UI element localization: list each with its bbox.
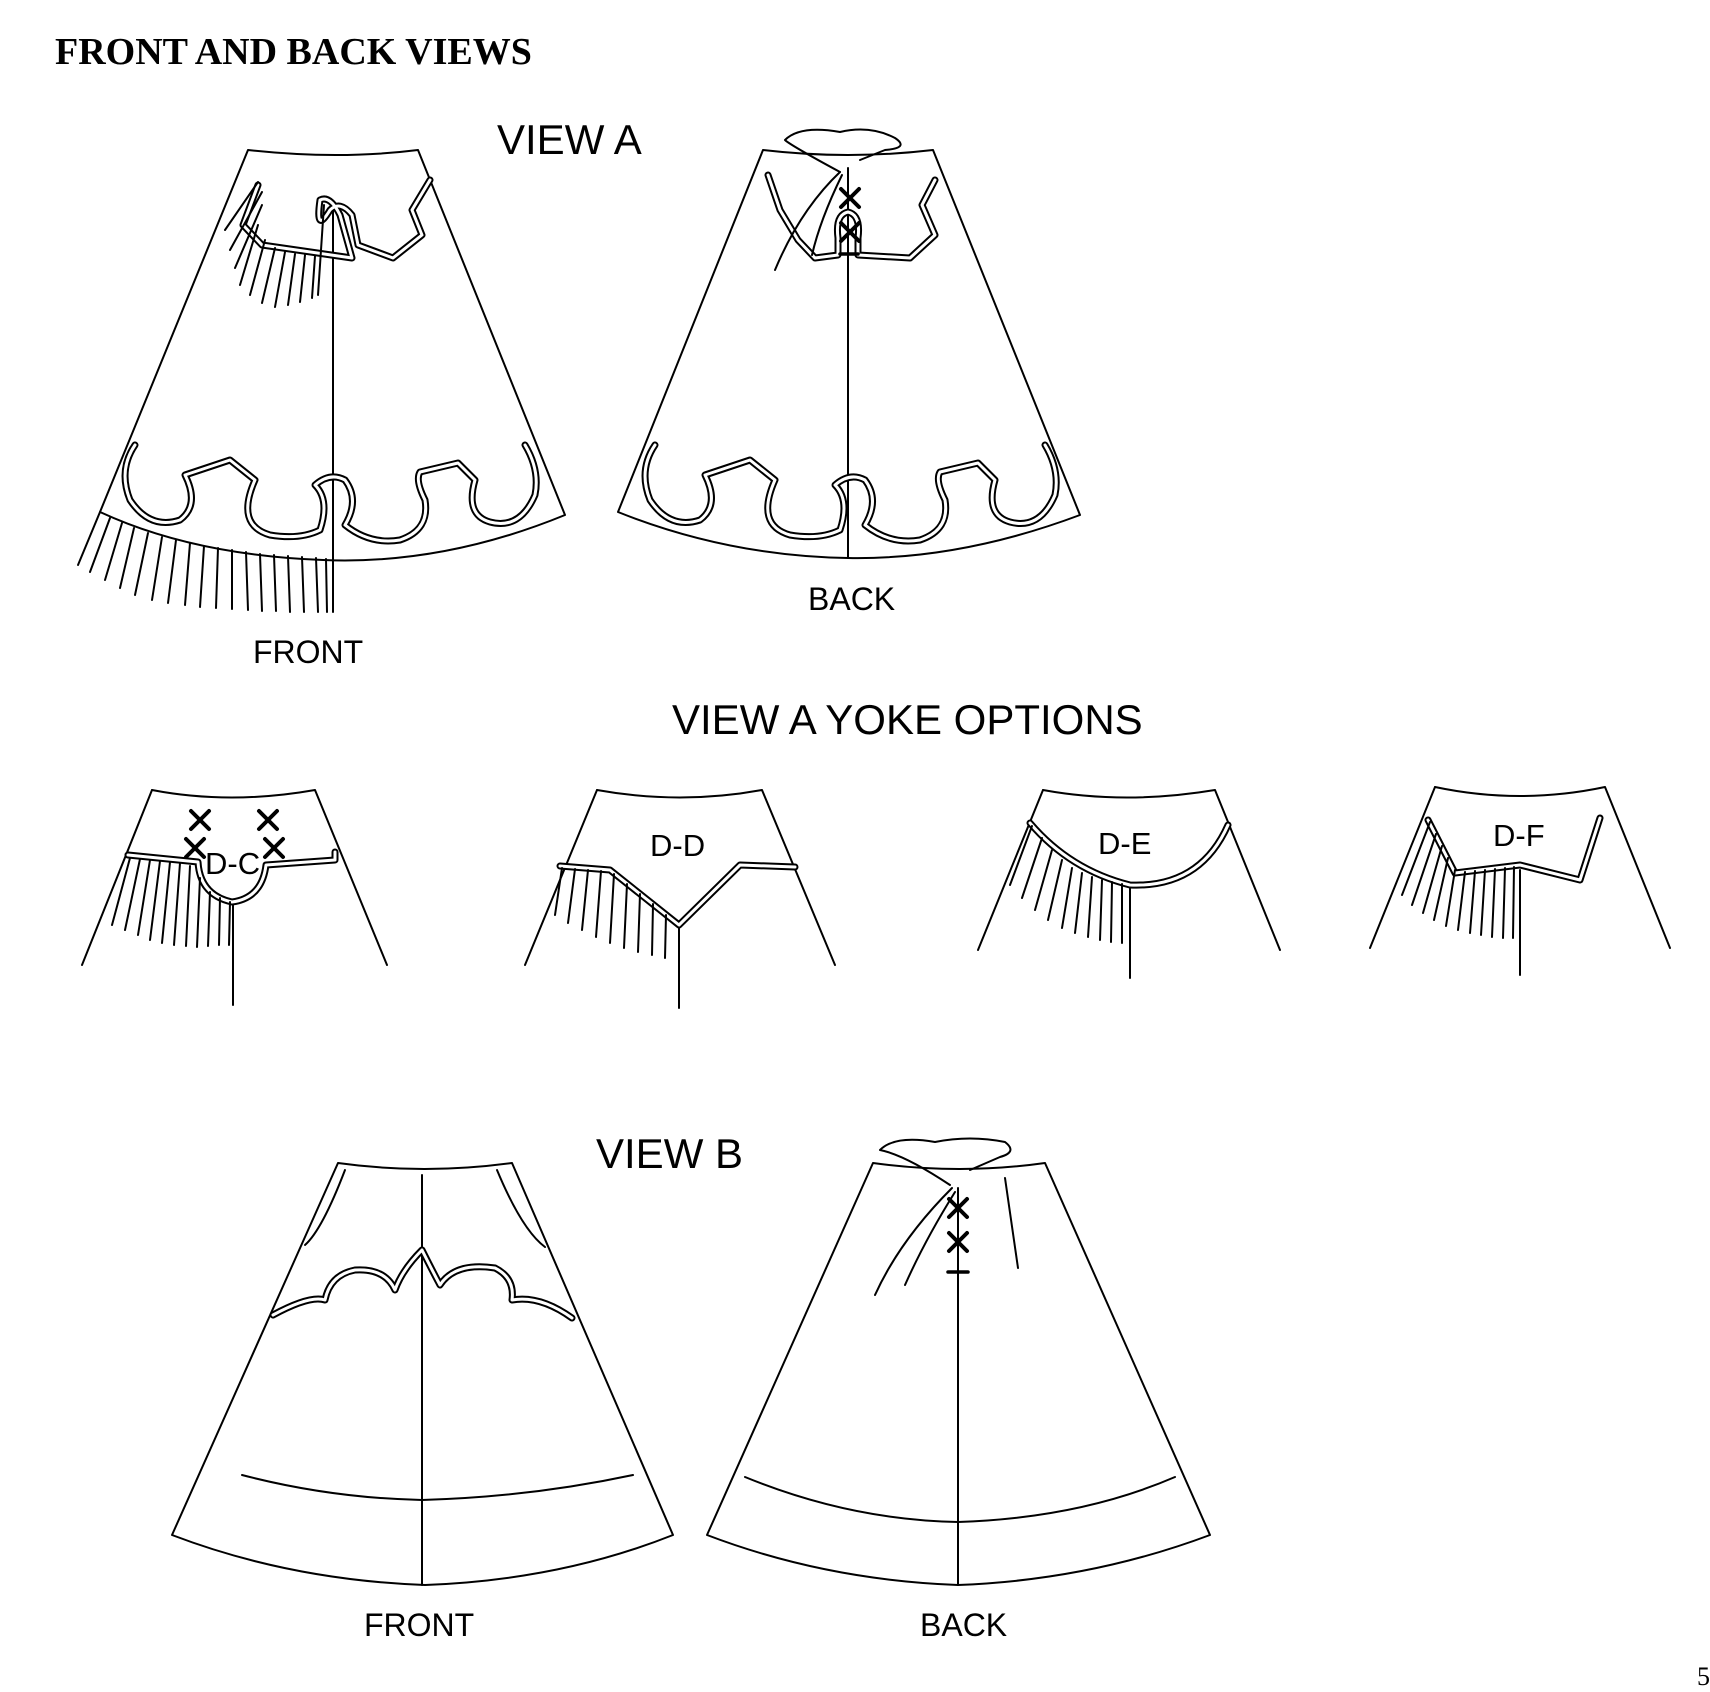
view-a-title: VIEW A: [497, 116, 642, 163]
yoke-option-d-f-label: D-F: [1493, 818, 1545, 853]
view-a-front-label: FRONT: [253, 634, 363, 670]
yoke-option-d-d-drawing: [524, 789, 836, 1009]
view-b-back-label: BACK: [920, 1607, 1007, 1643]
page-heading: FRONT AND BACK VIEWS: [55, 31, 532, 73]
yoke-option-d-c-label: D-C: [205, 846, 260, 881]
view-b-front-label: FRONT: [364, 1607, 474, 1643]
view-a-front-hem-fringe: [77, 511, 328, 613]
view-a-front-drawing: [77, 149, 566, 613]
yoke-option-d-d-label: D-D: [650, 828, 705, 863]
view-a-back-drawing: [617, 128, 1081, 560]
yoke-option-d-e-label: D-E: [1098, 826, 1151, 861]
view-a-front-yoke-fringe: [224, 181, 325, 308]
view-b-title: VIEW B: [596, 1130, 743, 1177]
page-number: 5: [1697, 1662, 1710, 1691]
yoke-option-d-c-drawing: [81, 789, 388, 1006]
view-b-back-drawing: [706, 1137, 1211, 1586]
yoke-option-d-f-drawing: [1369, 786, 1671, 976]
yoke-option-d-e-drawing: [977, 789, 1281, 979]
yoke-options-title: VIEW A YOKE OPTIONS: [672, 696, 1143, 743]
view-a-back-label: BACK: [808, 581, 895, 617]
view-b-front-drawing: [171, 1162, 674, 1586]
